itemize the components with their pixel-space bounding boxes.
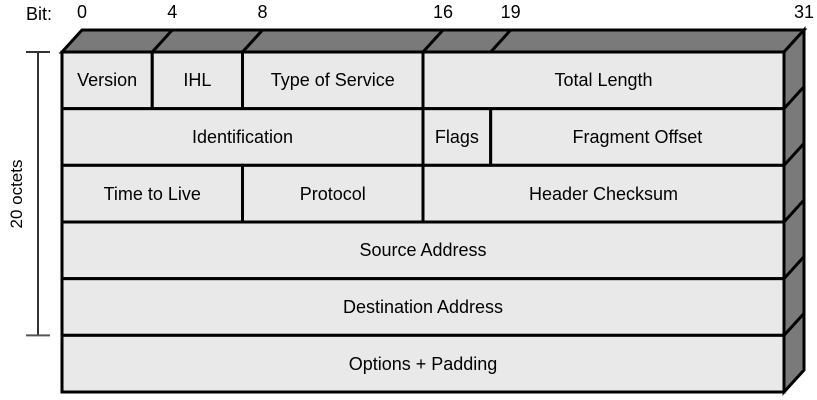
field-cell-rect [421,107,493,167]
bit-tick-label: 31 [793,2,815,22]
right-face-hatch [782,255,806,280]
right-face-hatch [782,85,806,110]
field-cell-rect [150,50,244,111]
field-cell-rect [489,107,786,167]
bit-tick-label: 16 [432,2,454,22]
field-cell-rect [60,163,244,224]
field-cell-rect [60,50,154,111]
field-cells-layer [60,50,786,394]
field-cell-rect [60,220,786,281]
top-face-hatch [241,28,264,54]
top-face-hatch [421,28,445,54]
field-cell-rect [60,333,786,394]
field-cell-rect [421,50,786,111]
top-face-hatch [151,28,174,54]
field-cell-rect [241,163,425,224]
field-cell-rect [60,277,786,337]
field-cell-rect [421,163,786,224]
right-face-hatch [782,198,806,224]
field-cell-rect [241,50,425,111]
bracket-label: 20 octets [7,159,26,229]
top-face-hatch [489,28,512,54]
field-cell-rect [60,107,425,167]
right-face-hatch [782,312,806,337]
bit-tick-label: 4 [167,2,178,22]
bit-ruler-title: Bit: [26,4,53,24]
bit-tick-label: 8 [257,2,268,22]
octets-bracket [26,51,50,337]
hatch-marks-layer [151,28,806,337]
bit-tick-label: 0 [76,2,88,22]
bit-tick-label: 19 [500,2,521,22]
right-face-hatch [782,142,806,167]
